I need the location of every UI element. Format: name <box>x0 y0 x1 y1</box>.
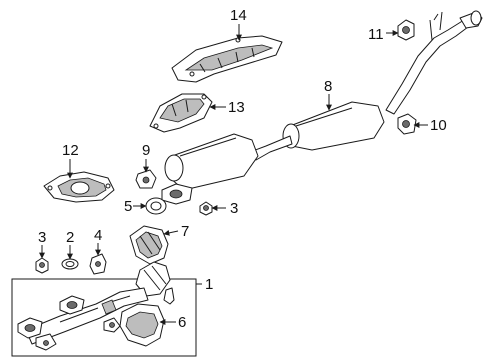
callout-10: 10 <box>430 117 447 134</box>
callout-9: 9 <box>142 142 150 159</box>
hanger-rubber-10 <box>397 113 417 135</box>
converter-heat-shield-6 <box>119 303 165 347</box>
callout-3-right: 3 <box>230 200 238 217</box>
callout-13: 13 <box>228 99 245 116</box>
muffler-assembly <box>161 10 483 205</box>
converter-assembly-box <box>11 278 197 357</box>
nut-3-right <box>199 201 213 216</box>
callout-4: 4 <box>94 227 102 244</box>
gasket-2 <box>61 258 79 270</box>
leader-7 <box>163 229 179 236</box>
callout-14: 14 <box>230 7 247 24</box>
heat-shield-upper <box>171 35 283 83</box>
hanger-rubber-9 <box>135 169 157 189</box>
callout-7: 7 <box>181 223 189 240</box>
callout-11: 11 <box>368 26 384 43</box>
catalytic-converter-assembly <box>17 261 175 351</box>
callout-3-left: 3 <box>38 229 46 246</box>
nut-3-left <box>35 257 49 274</box>
callout-12: 12 <box>62 142 79 159</box>
callout-5: 5 <box>124 198 132 215</box>
gasket-5 <box>145 197 167 215</box>
heat-shield-middle <box>149 93 213 133</box>
bracket-4 <box>89 253 107 275</box>
heat-shield-front <box>43 171 115 203</box>
callout-8: 8 <box>324 78 332 95</box>
callout-1: 1 <box>205 276 213 293</box>
callout-2: 2 <box>66 229 74 246</box>
converter-heat-shield-7 <box>129 225 169 265</box>
hanger-rubber-11 <box>397 19 415 41</box>
callout-6: 6 <box>178 314 186 331</box>
